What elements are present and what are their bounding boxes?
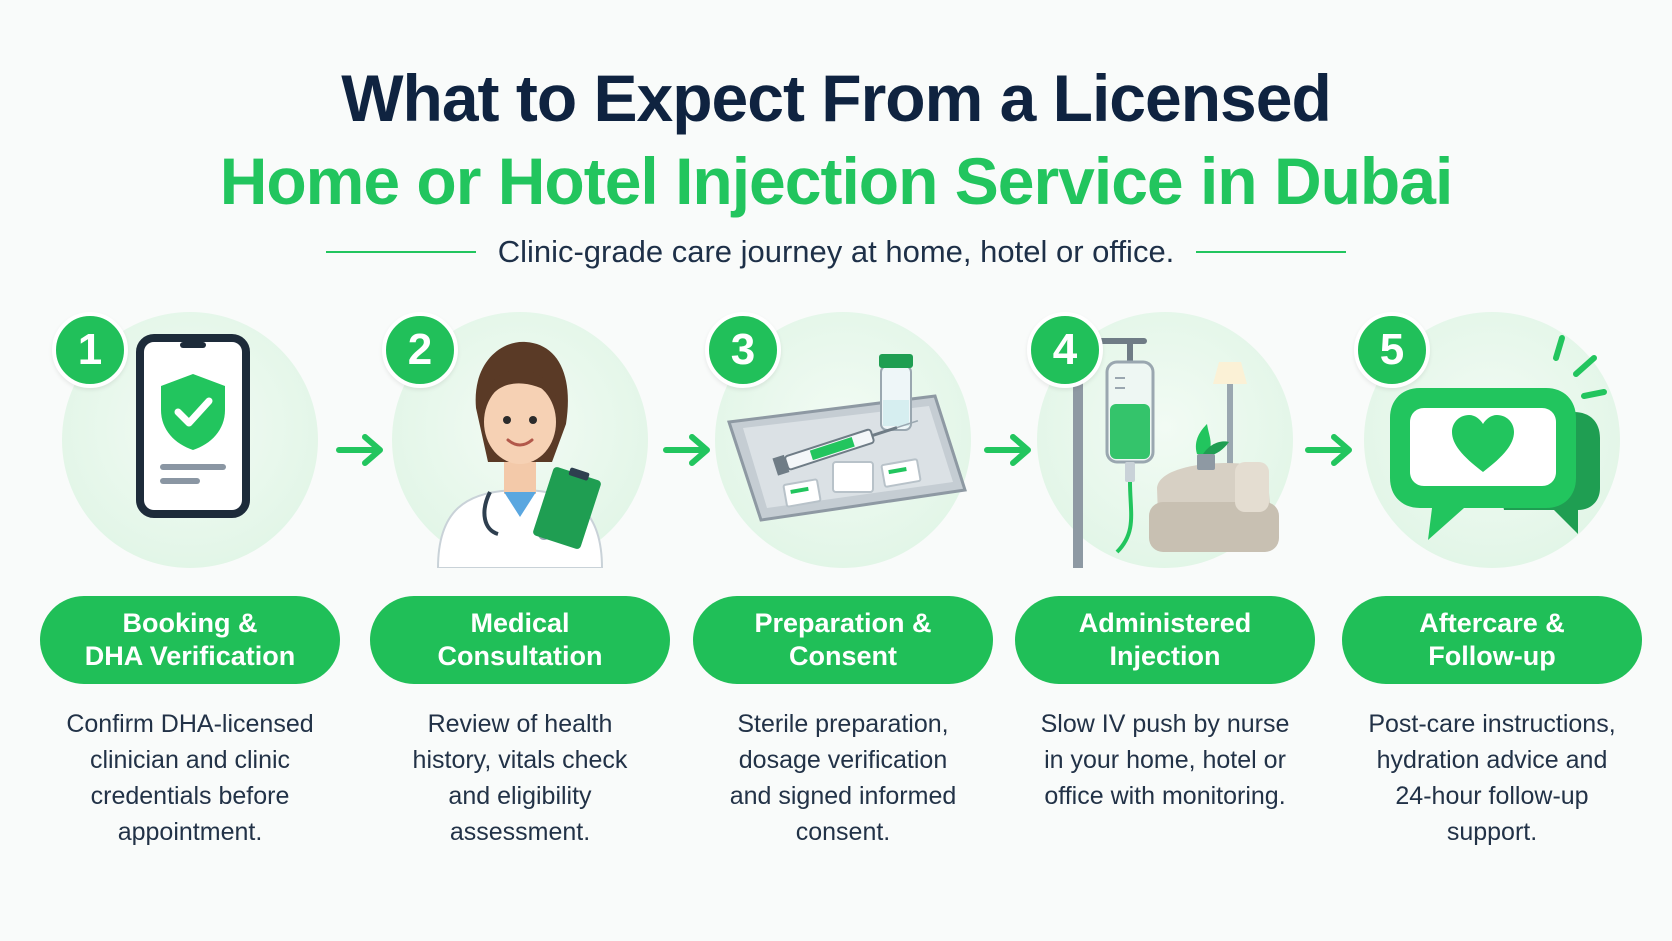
- step-1: 1 Booking & DHA Verification Confirm DHA…: [40, 0, 340, 941]
- heart-chat-bubble-icon: [1390, 335, 1607, 540]
- step-5-number-badge: 5: [1354, 312, 1430, 388]
- subtitle: Clinic-grade care journey at home, hotel…: [497, 234, 1175, 269]
- step-3-description-line: consent.: [795, 818, 891, 846]
- step-1-description-line: clinician and clinic: [89, 746, 291, 774]
- step-3-description-line: Sterile preparation,: [737, 710, 949, 738]
- title-line-1: What to Expect From a Licensed: [341, 61, 1332, 135]
- step-1-description: Confirm DHA-licensed clinician and clini…: [50, 706, 330, 850]
- phone-shield-check-icon: [136, 334, 250, 518]
- iv-drip-room-icon: [1057, 338, 1279, 568]
- step-2-description-line: assessment.: [449, 818, 591, 846]
- step-1-description-line: Confirm DHA-licensed: [66, 710, 314, 738]
- step-5-description-line: Post-care instructions,: [1368, 710, 1616, 738]
- step-5-description-line: 24-hour follow-up: [1395, 782, 1589, 810]
- step-4-title: Administered Injection: [1015, 596, 1315, 684]
- step-3: 3 Preparation & Consent Sterile preparat…: [693, 0, 993, 941]
- subtitle-divider-right: [1196, 251, 1347, 253]
- step-4-description: Slow IV push by nurse in your home, hote…: [1025, 706, 1305, 814]
- step-1-description-line: credentials before: [90, 782, 290, 810]
- step-4-description-line: Slow IV push by nurse: [1040, 710, 1290, 738]
- arrow-right-icon: [1305, 434, 1352, 466]
- step-3-description-line: and signed informed: [729, 782, 957, 810]
- step-5-title-line: Aftercare &: [1419, 608, 1565, 638]
- step-2-title-line: Consultation: [437, 641, 603, 671]
- step-4: 4 Administered Injection Slow IV push by…: [1015, 0, 1315, 941]
- arrow-right-icon: [663, 434, 710, 466]
- doctor-clipboard-icon: [436, 341, 604, 568]
- step-4-title-line: Administered: [1078, 608, 1252, 638]
- step-4-description-line: office with monitoring.: [1044, 782, 1286, 810]
- step-4-number-badge: 4: [1027, 312, 1103, 388]
- step-2-description-line: and eligibility: [448, 782, 592, 810]
- step-3-description-line: dosage verification: [738, 746, 948, 774]
- subtitle-row: Clinic-grade care journey at home, hotel…: [0, 232, 1672, 272]
- step-2-number-badge: 2: [382, 312, 458, 388]
- step-5: 5 Aftercare & Follow-up Post-care instru…: [1342, 0, 1642, 941]
- step-3-title-line: Preparation &: [754, 608, 932, 638]
- step-3-illustration: [715, 312, 971, 568]
- step-2-title: Medical Consultation: [370, 596, 670, 684]
- step-4-title-line: Injection: [1109, 641, 1221, 671]
- step-3-title-line: Consent: [789, 641, 897, 671]
- title-line-2: Home or Hotel Injection Service in Dubai: [219, 144, 1454, 218]
- step-5-description-line: hydration advice and: [1376, 746, 1608, 774]
- step-2-illustration: [392, 312, 648, 568]
- step-1-title-line: DHA Verification: [84, 641, 296, 671]
- step-2: 2 Medical Consultation Review of health …: [370, 0, 670, 941]
- subtitle-divider-left: [325, 251, 476, 253]
- syringe-tray-icon: [727, 354, 967, 522]
- step-5-title: Aftercare & Follow-up: [1342, 596, 1642, 684]
- step-2-description-line: history, vitals check: [412, 746, 628, 774]
- step-3-title: Preparation & Consent: [693, 596, 993, 684]
- arrow-right-icon: [984, 434, 1031, 466]
- step-3-number-badge: 3: [705, 312, 781, 388]
- step-5-description: Post-care instructions, hydration advice…: [1352, 706, 1632, 850]
- step-2-description: Review of health history, vitals check a…: [380, 706, 660, 850]
- arrow-right-icon: [336, 434, 383, 466]
- step-2-description-line: Review of health: [427, 710, 613, 738]
- step-2-title-line: Medical: [470, 608, 570, 638]
- step-5-description-line: support.: [1446, 818, 1538, 846]
- step-5-title-line: Follow-up: [1428, 641, 1556, 671]
- step-1-description-line: appointment.: [117, 818, 263, 846]
- step-1-title: Booking & DHA Verification: [40, 596, 340, 684]
- step-1-number-badge: 1: [52, 312, 128, 388]
- step-4-description-line: in your home, hotel or: [1044, 746, 1286, 774]
- step-1-title-line: Booking &: [122, 608, 258, 638]
- step-3-description: Sterile preparation, dosage verification…: [703, 706, 983, 850]
